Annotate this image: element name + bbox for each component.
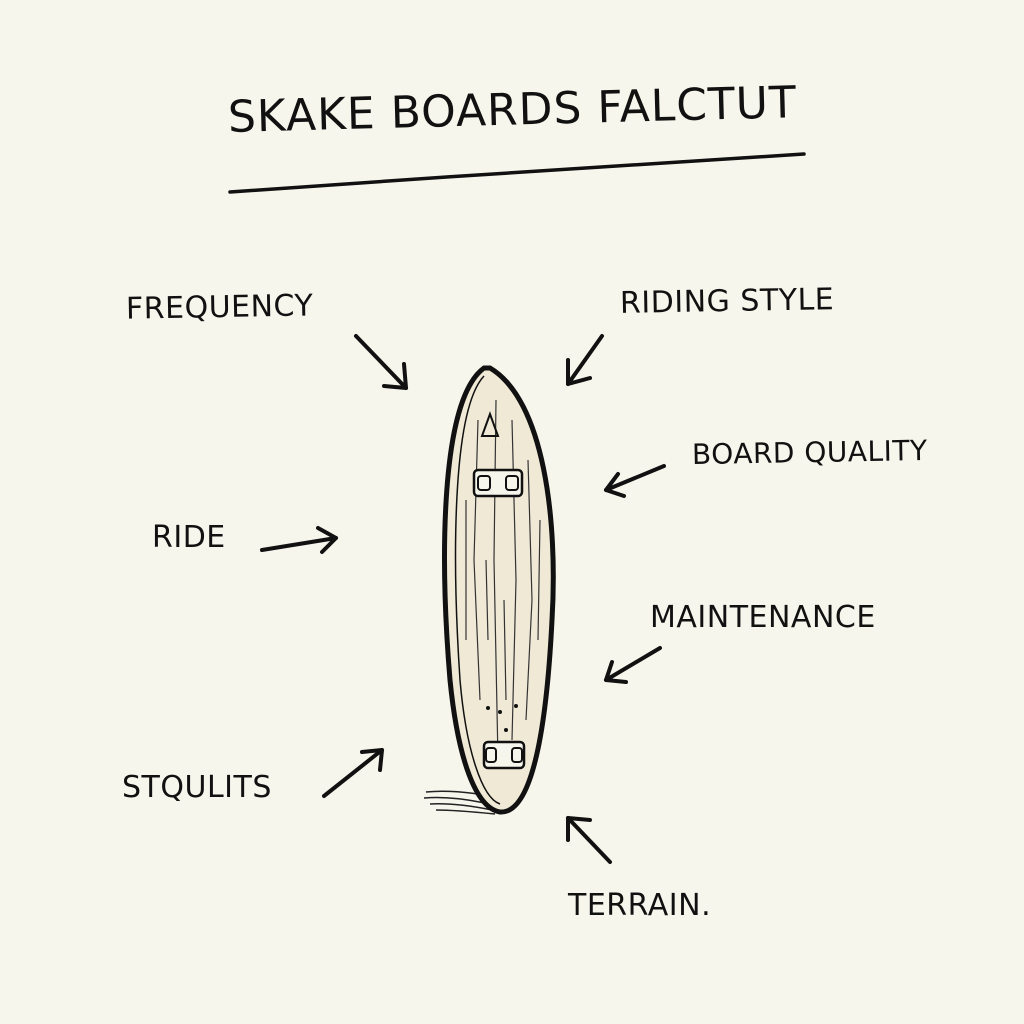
arrow-board-quality-icon: [604, 464, 666, 498]
arrow-frequency-icon: [354, 334, 408, 390]
label-frequency: FREQUENCY: [125, 288, 314, 327]
skateboard-icon: [442, 365, 556, 815]
label-board-quality: BOARD QUALITY: [691, 433, 928, 472]
arrow-terrain-icon: [566, 816, 612, 864]
label-ride: RIDE: [152, 520, 226, 555]
arrow-riding-style-icon: [566, 334, 604, 386]
label-terrain: TERRAIN.: [568, 888, 712, 923]
label-maintenance: MAINTENANCE: [650, 600, 876, 635]
label-stqulits: STQULITS: [122, 770, 272, 805]
label-riding-style: RIDING STYLE: [619, 282, 835, 321]
arrow-stqulits-icon: [322, 748, 384, 798]
arrow-ride-icon: [260, 526, 338, 554]
arrow-maintenance-icon: [604, 646, 662, 684]
title-underline: [228, 152, 806, 194]
